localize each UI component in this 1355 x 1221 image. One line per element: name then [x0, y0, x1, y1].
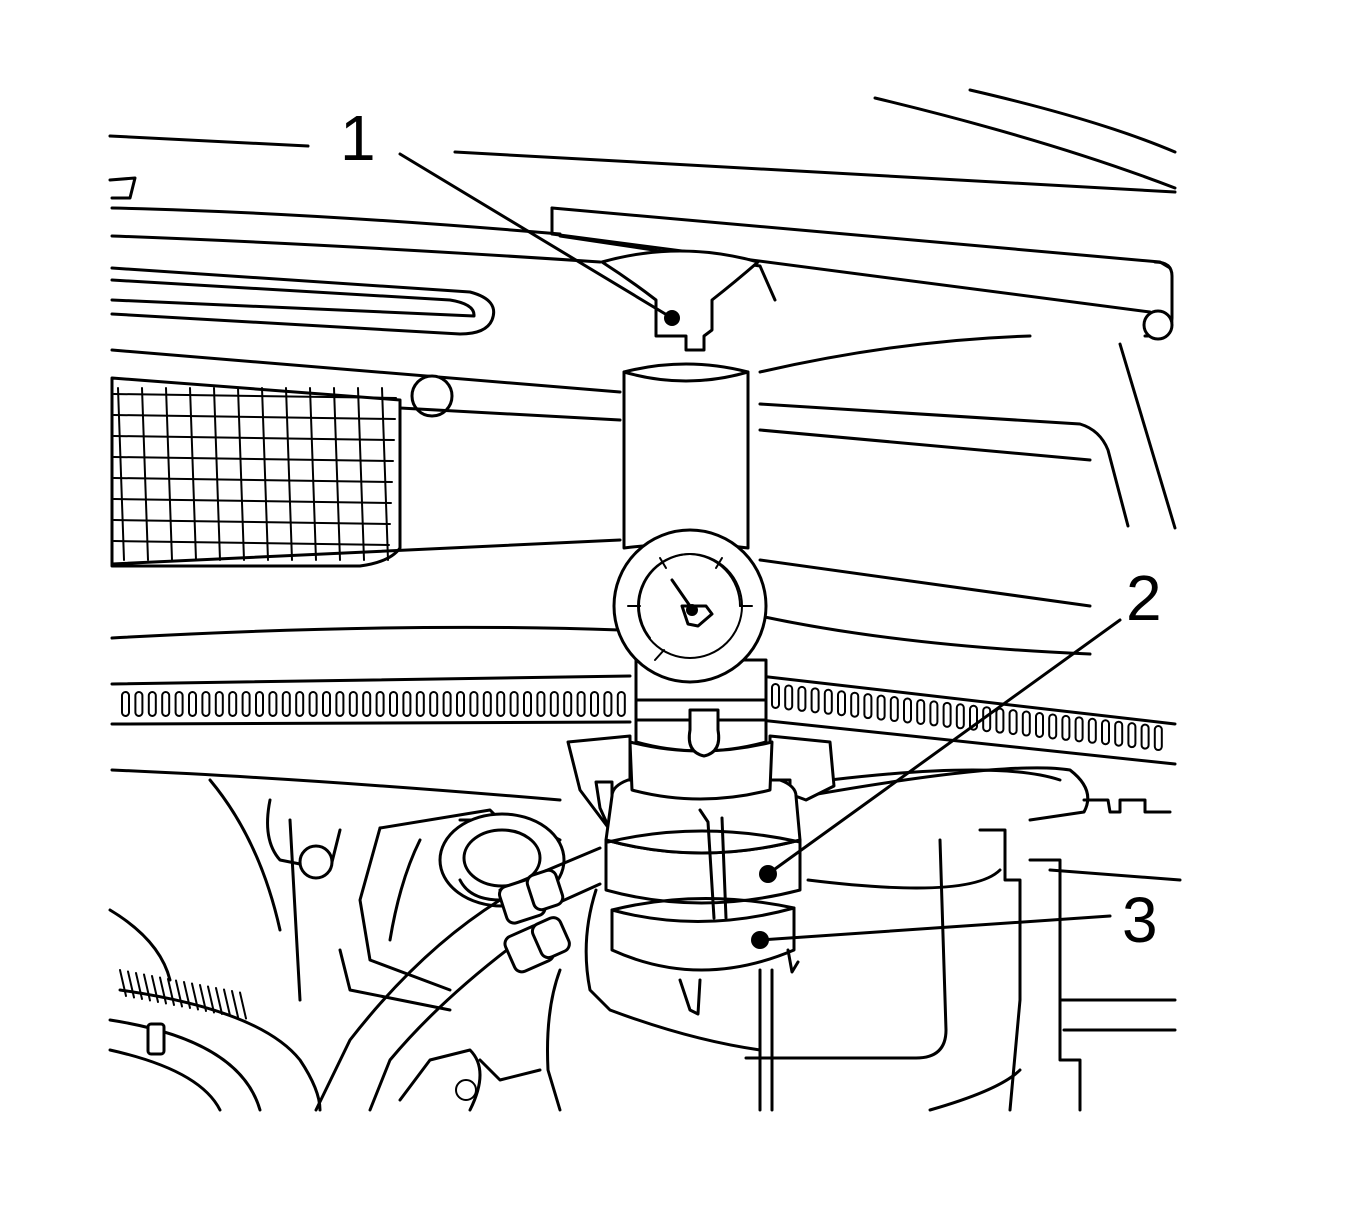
right-panel-lines [110, 402, 1130, 656]
weatherstrip-seal [110, 674, 1177, 802]
callout-3: 3 [751, 884, 1158, 956]
engine-components [108, 778, 562, 1112]
cowl-panel [108, 176, 1177, 530]
callout-1: 1 [340, 102, 674, 320]
hose-clamp-lower [503, 916, 571, 974]
hood-edge-lines [108, 88, 1177, 194]
coolant-reservoir [546, 766, 1182, 1112]
callout-label-3: 3 [1122, 884, 1158, 956]
pressure-gauge [612, 528, 768, 684]
cap-adapter [604, 778, 802, 920]
pressure-tester [600, 249, 774, 801]
coolant-hoses [314, 812, 602, 1112]
reservoir-filler-neck [566, 734, 836, 832]
callout-2: 2 [759, 562, 1162, 883]
vent-grille [110, 348, 622, 568]
hose-clamp-upper [497, 868, 565, 925]
callout-label-1: 1 [340, 102, 376, 174]
reservoir-neck [610, 897, 800, 1016]
callout-label-2: 2 [1126, 562, 1162, 634]
